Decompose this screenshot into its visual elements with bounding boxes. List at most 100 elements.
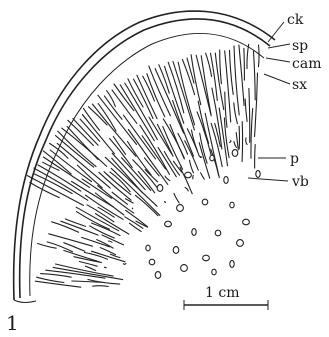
vascular-bundle — [232, 150, 238, 157]
xylem-ray-segment — [82, 237, 110, 246]
xylem-ray-segment — [187, 58, 194, 83]
xylem-ray-segment — [80, 119, 100, 141]
leader-line-cam — [266, 58, 290, 62]
vascular-bundle — [256, 171, 260, 178]
xylem-ray-segment — [165, 176, 170, 181]
vascular-bundle — [230, 261, 234, 268]
xylem-ray-segment — [230, 140, 231, 142]
xylem-ray-segment — [86, 266, 96, 270]
xylem-ray-segment — [220, 50, 222, 84]
xylem-ray-segment — [65, 219, 85, 226]
xylem-ray-segment — [100, 248, 115, 255]
xylem-ray-segment — [124, 115, 156, 159]
xylem-ray-segment — [255, 145, 256, 169]
xylem-ray-segment — [64, 243, 85, 252]
vascular-bundle — [212, 269, 216, 275]
xylem-ray-segment — [230, 50, 234, 94]
vascular-bundle — [155, 272, 161, 279]
leader-line-sp — [268, 44, 290, 48]
vascular-bundle — [230, 202, 234, 208]
xylem-ray-segment — [249, 88, 250, 142]
pith-vascular-bundles — [146, 150, 260, 279]
xylem-ray-segment — [157, 124, 173, 156]
xylem-ray-segment — [53, 267, 123, 279]
vascular-bundle — [173, 247, 179, 254]
xylem-ray-segment — [41, 274, 72, 278]
xylem-ray-segment — [120, 85, 154, 141]
xylem-ray-segment — [247, 44, 249, 68]
vascular-bundle — [202, 199, 208, 205]
xylem-ray-segment — [87, 205, 114, 222]
leader-line-sx — [264, 74, 290, 84]
vascular-bundle — [192, 229, 196, 236]
xylem-ray-segment — [192, 130, 198, 151]
vascular-bundle — [165, 221, 172, 227]
label-cam: cam — [292, 56, 321, 72]
section-bottom-edge — [14, 300, 36, 302]
xylem-ray-segment — [129, 223, 141, 231]
scale-bar-label: 1 cm — [205, 285, 239, 301]
vascular-bundle — [146, 245, 150, 251]
xylem-ray-segment — [234, 46, 239, 115]
xylem-ray-segment — [34, 174, 72, 194]
vascular-bundle — [237, 240, 244, 247]
xylem-ray-segment — [149, 117, 172, 154]
xylem-ray-segment — [96, 214, 129, 235]
xylem-ray-segment — [234, 103, 238, 124]
vascular-bundle — [210, 155, 214, 161]
xylem-ray-segment — [185, 188, 188, 192]
label-sp: sp — [292, 38, 308, 54]
xylem-ray-segment — [104, 267, 106, 268]
xylem-ray-segment — [239, 45, 244, 105]
vascular-bundle — [224, 177, 228, 184]
xylem-ray-segment — [134, 79, 153, 118]
xylem-ray-segment — [254, 51, 256, 100]
xylem-ray-segment — [111, 168, 160, 215]
xylem-ray-segment — [155, 69, 184, 134]
vascular-bundle — [181, 265, 188, 272]
secondary-xylem-rays — [27, 44, 259, 287]
xylem-ray-segment — [187, 129, 199, 157]
xylem-ray-segment — [93, 286, 109, 287]
xylem-ray-segment — [137, 75, 157, 119]
xylem-ray-segment — [244, 48, 245, 80]
vascular-bundle — [177, 205, 184, 212]
xylem-ray-segment — [245, 99, 247, 122]
xylem-ray-segment — [201, 173, 205, 179]
xylem-ray-segment — [90, 226, 115, 238]
label-vb: vb — [291, 174, 309, 190]
vascular-bundle — [215, 230, 221, 236]
xylem-ray-segment — [185, 141, 199, 171]
xylem-ray-segment — [52, 222, 79, 233]
vascular-bundle — [243, 219, 250, 225]
label-sx: sx — [292, 77, 307, 93]
vascular-bundle — [157, 185, 163, 192]
figure-number: 1 — [6, 311, 19, 335]
xylem-ray-segment — [128, 142, 152, 176]
vascular-bundle — [149, 259, 155, 265]
vascular-bundle — [185, 172, 192, 178]
leader-line-vb — [248, 178, 288, 181]
label-ck: ck — [287, 12, 304, 28]
xylem-ray-segment — [108, 241, 112, 242]
vascular-bundle — [203, 255, 210, 261]
xylem-ray-segment — [135, 195, 158, 215]
label-p: p — [290, 151, 299, 167]
xylem-ray-segment — [246, 138, 247, 145]
xylem-ray-segment — [259, 45, 260, 67]
xylem-ray-segment — [92, 251, 126, 262]
xylem-ray-segment — [144, 158, 159, 176]
xylem-ray-segment — [234, 142, 237, 148]
xylem-ray-segment — [165, 202, 166, 203]
leader-line-ck — [268, 22, 284, 42]
xylem-ray-segment — [173, 161, 181, 172]
xylem-ray-segment — [73, 119, 98, 146]
cambium-line — [30, 33, 264, 296]
xylem-ray-segment — [88, 107, 107, 125]
xylem-ray-segment — [77, 212, 110, 230]
xylem-ray-segment — [79, 262, 97, 267]
xylem-ray-segment — [56, 264, 114, 276]
xylem-ray-segment — [251, 109, 253, 159]
xylem-ray-segment — [174, 193, 179, 203]
